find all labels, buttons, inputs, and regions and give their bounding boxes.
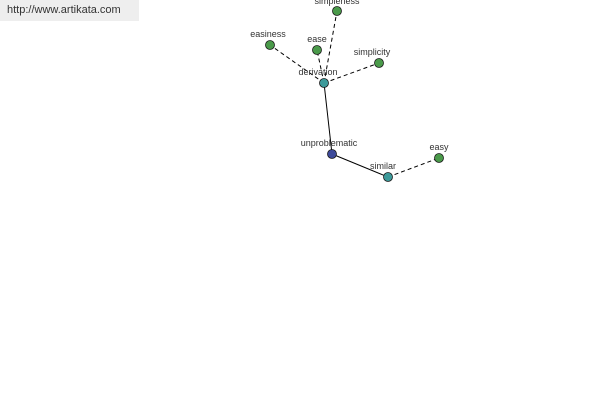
graph-nodes: simpleness easiness ease simplicity derivati… [250,0,449,182]
artikata-url-watermark: http://www.artikata.com [0,0,139,21]
node-similar-dot[interactable] [383,172,393,182]
node-derivation-label: derivation [298,67,337,77]
node-simplicity[interactable]: simplicity [354,47,391,68]
node-simpleness[interactable]: simpleness [314,0,360,16]
node-easy-label: easy [429,142,449,152]
edge-derivation-simplicity [323,62,380,84]
node-similar[interactable]: similar [370,161,396,182]
node-ease-label: ease [307,34,327,44]
node-easiness-label: easiness [250,29,286,39]
edge-unproblematic-similar [331,153,389,178]
node-simplicity-dot[interactable] [374,58,384,68]
node-ease-dot[interactable] [312,45,322,55]
node-similar-label: similar [370,161,396,171]
node-ease[interactable]: ease [307,34,327,55]
node-simpleness-dot[interactable] [332,6,342,16]
edge-unproblematic-derivation [323,82,333,155]
node-easiness[interactable]: easiness [250,29,286,50]
node-derivation-dot[interactable] [319,78,329,88]
graph-edges [269,10,440,178]
node-unproblematic-dot[interactable] [327,149,337,159]
edge-derivation-ease [316,49,325,84]
node-easy[interactable]: easy [429,142,449,163]
node-unproblematic-label: unproblematic [301,138,358,148]
node-simpleness-label: simpleness [314,0,360,6]
edge-similar-easy [387,157,440,178]
node-derivation[interactable]: derivation [298,67,338,88]
node-easy-dot[interactable] [434,153,444,163]
edge-derivation-simpleness [323,10,338,84]
node-easiness-dot[interactable] [265,40,275,50]
node-unproblematic[interactable]: unproblematic [301,138,358,159]
node-simplicity-label: simplicity [354,47,391,57]
